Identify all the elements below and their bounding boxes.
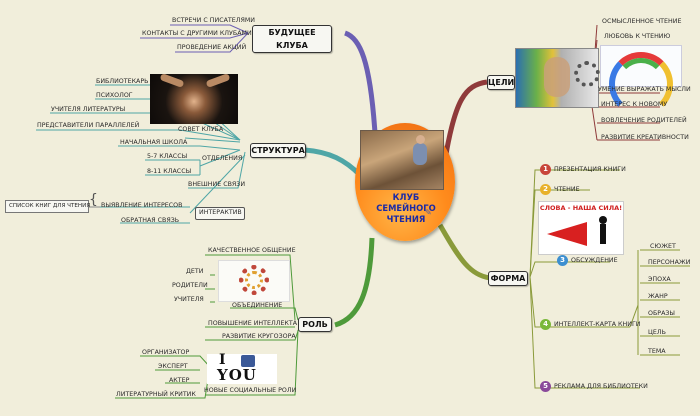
future-item: КОНТАКТЫ С ДРУГИМИ КЛУБАМИ: [142, 30, 252, 37]
i-letter: I: [219, 352, 226, 368]
megaphone-image: СЛОВА - НАША СИЛА!: [538, 201, 624, 255]
form-box[interactable]: ФОРМА: [488, 271, 528, 286]
association-member: РОДИТЕЛИ: [172, 282, 208, 289]
book-list-label: СПИСОК КНИГ ДЛЯ ЧТЕНИЯ: [9, 203, 91, 209]
goals-box[interactable]: ЦЕЛИ: [487, 75, 515, 90]
structure-box[interactable]: СТРУКТУРА: [250, 143, 306, 158]
badge-4: 4: [540, 319, 551, 330]
departments-label: ОТДЕЛЕНИЯ: [202, 155, 243, 162]
mindmap-element: ЖАНР: [648, 293, 668, 300]
department-item: НАЧАЛЬНАЯ ШКОЛА: [120, 139, 188, 146]
outlook-development: РАЗВИТИЕ КРУГОЗОРА: [222, 333, 296, 340]
council-member: ПРЕДСТАВИТЕЛИ ПАРАЛЛЕЛЕЙ: [37, 122, 140, 129]
goal-item: ВОВЛЕЧЕНИЕ РОДИТЕЛЕЙ: [601, 117, 687, 124]
council-member: УЧИТЕЛЯ ЛИТЕРАТУРЫ: [51, 106, 126, 113]
brace-icon: {: [89, 192, 98, 208]
external-links: ВНЕШНИЕ СВЯЗИ: [188, 181, 246, 188]
association-label: ОБЪЕДИНЕНИЕ: [232, 302, 283, 309]
slogan-text: СЛОВА - НАША СИЛА!: [539, 204, 623, 212]
council-member: БИБЛИОТЕКАРЬ: [96, 78, 149, 85]
mindmap-element: ОБРАЗЫ: [648, 310, 675, 317]
interactive-item: ВЫЯВЛЕНИЕ ИНТЕРЕСОВ: [101, 202, 183, 209]
association-member: ДЕТИ: [186, 268, 204, 275]
intellect-increase: ПОВЫШЕНИЕ ИНТЕЛЛЕКТА: [208, 320, 298, 327]
goal-item: РАЗВИТИЕ КРЕАТИВНОСТИ: [601, 134, 689, 141]
department-item: 8-11 КЛАССЫ: [147, 168, 192, 175]
mindmap-element: ЭПОХА: [648, 276, 671, 283]
goal-item: УМЕНИЕ ВЫРАЖАТЬ МЫСЛИ: [598, 86, 691, 93]
badge-2: 2: [540, 184, 551, 195]
mindmap-element: ТЕМА: [648, 348, 666, 355]
council-label: СОВЕТ КЛУБА: [178, 126, 224, 133]
social-role: ЛИТЕРАТУРНЫЙ КРИТИК: [116, 391, 196, 398]
association-member: УЧИТЕЛЯ: [174, 296, 204, 303]
central-title: КЛУБ СЕМЕЙНОГО ЧТЕНИЯ: [376, 192, 436, 224]
goal-item: ЛЮБОВЬ К ЧТЕНИЮ: [604, 33, 671, 40]
future-club-box[interactable]: БУДУЩЕЕ КЛУБА: [252, 25, 332, 53]
you-text: YOU: [217, 366, 257, 384]
interactive-item: ОБРАТНАЯ СВЯЗЬ: [121, 217, 180, 224]
note-icon: ✎: [425, 208, 432, 217]
council-member: ПСИХОЛОГ: [96, 92, 133, 99]
hands-photo: [150, 73, 238, 124]
mindmap-element: ПЕРСОНАЖИ: [648, 259, 691, 266]
future-item: ПРОВЕДЕНИЕ АКЦИЙ: [177, 44, 247, 51]
form-item: ОБСУЖДЕНИЕ: [571, 257, 618, 264]
rainbow-image: [600, 45, 682, 116]
quality-communication: КАЧЕСТВЕННОЕ ОБЩЕНИЕ: [208, 247, 296, 254]
goal-item: ОСМЫСЛЕННОЕ ЧТЕНИЕ: [602, 18, 682, 25]
book-list-box[interactable]: [5, 200, 89, 213]
form-item: ЧТЕНИЕ: [554, 186, 580, 193]
books-photo: [360, 130, 444, 190]
department-item: 5-7 КЛАССЫ: [147, 153, 188, 160]
mindmap-element: ЦЕЛЬ: [648, 329, 666, 336]
social-roles-label: НОВЫЕ СОЦИАЛЬНЫЕ РОЛИ: [204, 387, 297, 394]
i-love-you-image: I YOU: [207, 352, 277, 384]
social-role: ОРГАНИЗАТОР: [142, 349, 190, 356]
form-item: ИНТЕЛЛЕКТ-КАРТА КНИГИ: [554, 321, 641, 328]
mindmap-element: СЮЖЕТ: [650, 243, 676, 250]
badge-3: 3: [557, 255, 568, 266]
badge-1: 1: [540, 164, 551, 175]
social-role: ЭКСПЕРТ: [158, 363, 188, 370]
interactive-label: ИНТЕРАКТИВ: [199, 209, 242, 216]
form-item: РЕКЛАМА ДЛЯ БИБЛИОТЕКИ: [554, 383, 648, 390]
goal-item: ИНТЕРЕС К НОВОМУ: [601, 101, 668, 108]
form-item: ПРЕЗЕНТАЦИЯ КНИГИ: [554, 166, 626, 173]
social-role: АКТЕР: [169, 377, 190, 384]
megaphone-icon: [547, 222, 587, 246]
future-item: ВСТРЕЧИ С ПИСАТЕЛЯМИ: [172, 17, 255, 24]
gears-face-image: [515, 48, 600, 108]
role-box[interactable]: РОЛЬ: [298, 317, 332, 332]
badge-5: 5: [540, 381, 551, 392]
interactive-box[interactable]: [195, 207, 245, 220]
thumbs-up-icon: [241, 355, 255, 367]
person-icon: [599, 216, 607, 224]
children-circle-photo: [218, 260, 290, 302]
